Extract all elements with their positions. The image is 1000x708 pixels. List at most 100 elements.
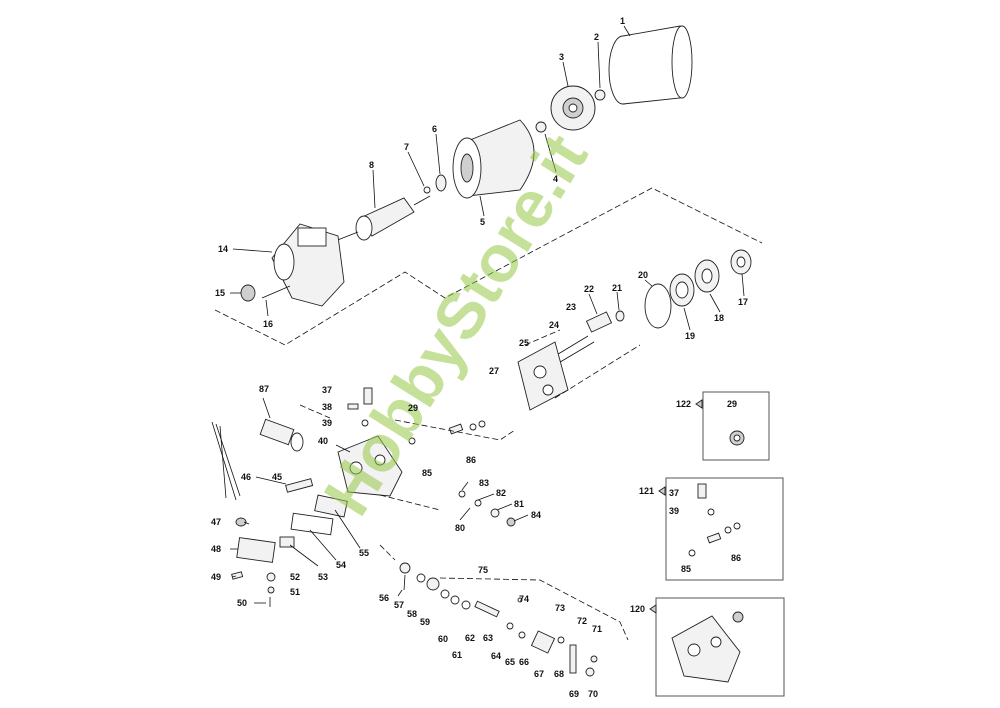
motor-cover bbox=[608, 25, 693, 105]
pump-housing-flange bbox=[271, 223, 345, 307]
valve-small-parts bbox=[347, 387, 486, 445]
label-5: 5 bbox=[480, 217, 485, 227]
label-27: 27 bbox=[489, 366, 499, 376]
cable-grommet bbox=[235, 517, 247, 527]
kit-120-label: 120 bbox=[630, 604, 645, 614]
label-85: 85 bbox=[422, 468, 432, 478]
kit-121-item-86: 86 bbox=[731, 553, 741, 563]
switch-cover bbox=[314, 494, 348, 518]
label-71: 71 bbox=[592, 624, 602, 634]
label-86: 86 bbox=[466, 455, 476, 465]
outlet-group-outline bbox=[379, 544, 629, 641]
label-80: 80 bbox=[455, 523, 465, 533]
label-87: 87 bbox=[259, 384, 269, 394]
label-58: 58 bbox=[407, 609, 417, 619]
label-67: 67 bbox=[534, 669, 544, 679]
label-60: 60 bbox=[438, 634, 448, 644]
label-75: 75 bbox=[478, 565, 488, 575]
label-18: 18 bbox=[714, 313, 724, 323]
cable bbox=[211, 421, 241, 501]
label-62: 62 bbox=[465, 633, 475, 643]
label-38: 38 bbox=[322, 402, 332, 412]
label-65: 65 bbox=[505, 657, 515, 667]
switch-box bbox=[236, 537, 276, 563]
label-52: 52 bbox=[290, 572, 300, 582]
kit-121-item-37: 37 bbox=[669, 488, 679, 498]
shaft-seal bbox=[240, 284, 291, 302]
switch-screws bbox=[231, 571, 276, 607]
label-19: 19 bbox=[685, 331, 695, 341]
label-50: 50 bbox=[237, 598, 247, 608]
label-61: 61 bbox=[452, 650, 462, 660]
label-74: 74 bbox=[519, 594, 529, 604]
label-3: 3 bbox=[559, 52, 564, 62]
label-17: 17 bbox=[738, 297, 748, 307]
kit-box-121 bbox=[665, 477, 784, 581]
bypass-pin bbox=[285, 478, 314, 493]
label-8: 8 bbox=[369, 160, 374, 170]
label-63: 63 bbox=[483, 633, 493, 643]
label-83: 83 bbox=[479, 478, 489, 488]
motor-stator bbox=[452, 119, 535, 199]
motor-rotor bbox=[329, 195, 431, 244]
label-21: 21 bbox=[612, 283, 622, 293]
kit-122-label: 122 bbox=[676, 399, 691, 409]
kit-box-120 bbox=[655, 597, 785, 697]
label-66: 66 bbox=[519, 657, 529, 667]
inlet-connector bbox=[259, 418, 304, 452]
label-39: 39 bbox=[322, 418, 332, 428]
piston-spring bbox=[585, 310, 625, 333]
label-70: 70 bbox=[588, 689, 598, 699]
rotor-bearing bbox=[423, 174, 447, 194]
fan-wheel bbox=[550, 85, 596, 131]
kit-122-arrow bbox=[695, 399, 703, 409]
label-55: 55 bbox=[359, 548, 369, 558]
head-group-outline bbox=[524, 329, 641, 399]
label-81: 81 bbox=[514, 499, 524, 509]
valve-group-outline bbox=[299, 404, 516, 511]
unloader-parts bbox=[458, 490, 516, 527]
motor-group-outline bbox=[214, 187, 763, 346]
label-82: 82 bbox=[496, 488, 506, 498]
pump-head bbox=[517, 341, 569, 411]
label-64: 64 bbox=[491, 651, 501, 661]
label-14: 14 bbox=[218, 244, 228, 254]
label-7: 7 bbox=[404, 142, 409, 152]
head-bearings bbox=[644, 249, 752, 329]
label-48: 48 bbox=[211, 544, 221, 554]
kit-122-item: 29 bbox=[727, 399, 737, 409]
label-59: 59 bbox=[420, 617, 430, 627]
label-1: 1 bbox=[620, 16, 625, 26]
label-68: 68 bbox=[554, 669, 564, 679]
label-46: 46 bbox=[241, 472, 251, 482]
kit-121-label: 121 bbox=[639, 486, 654, 496]
label-57: 57 bbox=[394, 600, 404, 610]
label-53: 53 bbox=[318, 572, 328, 582]
label-4: 4 bbox=[553, 174, 558, 184]
label-69: 69 bbox=[569, 689, 579, 699]
label-84: 84 bbox=[531, 510, 541, 520]
switch-gasket bbox=[290, 512, 334, 536]
kit-120-arrow bbox=[649, 604, 657, 614]
label-15: 15 bbox=[215, 288, 225, 298]
label-47: 47 bbox=[211, 517, 221, 527]
label-24: 24 bbox=[549, 320, 559, 330]
label-49: 49 bbox=[211, 572, 221, 582]
kit-box-122 bbox=[702, 391, 770, 461]
kit-121-item-39: 39 bbox=[669, 506, 679, 516]
valve-body bbox=[337, 435, 403, 497]
label-51: 51 bbox=[290, 587, 300, 597]
outlet-valve-stack bbox=[399, 562, 598, 677]
kit-121-item-85: 85 bbox=[681, 564, 691, 574]
label-16: 16 bbox=[263, 319, 273, 329]
label-25: 25 bbox=[519, 338, 529, 348]
label-29: 29 bbox=[408, 403, 418, 413]
label-6: 6 bbox=[432, 124, 437, 134]
label-37: 37 bbox=[322, 385, 332, 395]
label-2: 2 bbox=[594, 32, 599, 42]
part-labels: 1 2 3 4 5 6 7 8 14 15 16 17 18 19 20 21 … bbox=[211, 16, 748, 699]
fan-bearing-ring bbox=[535, 89, 606, 133]
label-22: 22 bbox=[584, 284, 594, 294]
label-40: 40 bbox=[318, 436, 328, 446]
